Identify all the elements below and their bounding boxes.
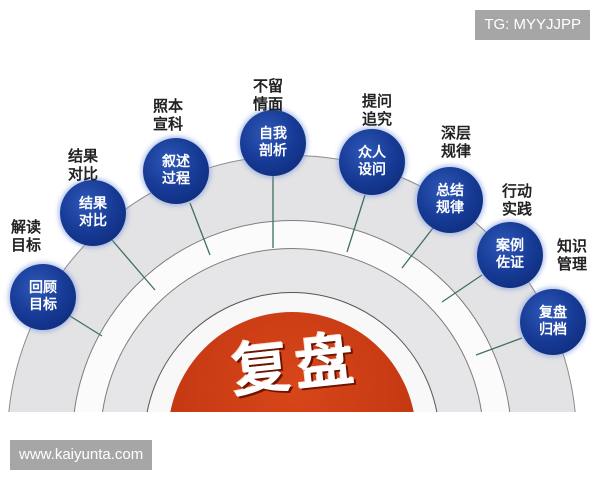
review-process-diagram: 复盘 回顾目标 结果对比 叙述过程 自我剖析 众人设问 总结规律 案例佐证 复盘… xyxy=(7,77,587,412)
step-bubble-compare-results: 结果对比 xyxy=(60,180,126,246)
step-bubble-self-analysis: 自我剖析 xyxy=(240,110,306,176)
step-label-compare-results: 结果对比 xyxy=(67,147,98,183)
step-label-deep-patterns: 深层规律 xyxy=(440,124,471,160)
step-label-knowledge-mgmt: 知识管理 xyxy=(556,237,587,273)
step-bubble-case-evidence: 案例佐证 xyxy=(477,222,543,288)
step-bubble-group-questions: 众人设问 xyxy=(339,129,405,195)
step-bubble-archive: 复盘归档 xyxy=(520,289,586,355)
watermark-top-right: TG: MYYJJPP xyxy=(475,10,590,40)
step-label-no-mercy: 不留情面 xyxy=(252,77,283,113)
step-bubble-narrate-process: 叙述过程 xyxy=(143,138,209,204)
watermark-bottom-left: www.kaiyunta.com xyxy=(10,440,153,470)
step-label-interpret-goals: 解读目标 xyxy=(10,218,41,254)
step-bubble-review-goals: 回顾目标 xyxy=(10,264,76,330)
connector-lines xyxy=(69,176,523,356)
step-label-by-the-book: 照本宣科 xyxy=(152,97,183,133)
step-label-probe-questions: 提问追究 xyxy=(361,92,392,128)
step-label-action-practice: 行动实践 xyxy=(501,182,532,218)
step-bubble-summarize-patterns: 总结规律 xyxy=(417,167,483,233)
